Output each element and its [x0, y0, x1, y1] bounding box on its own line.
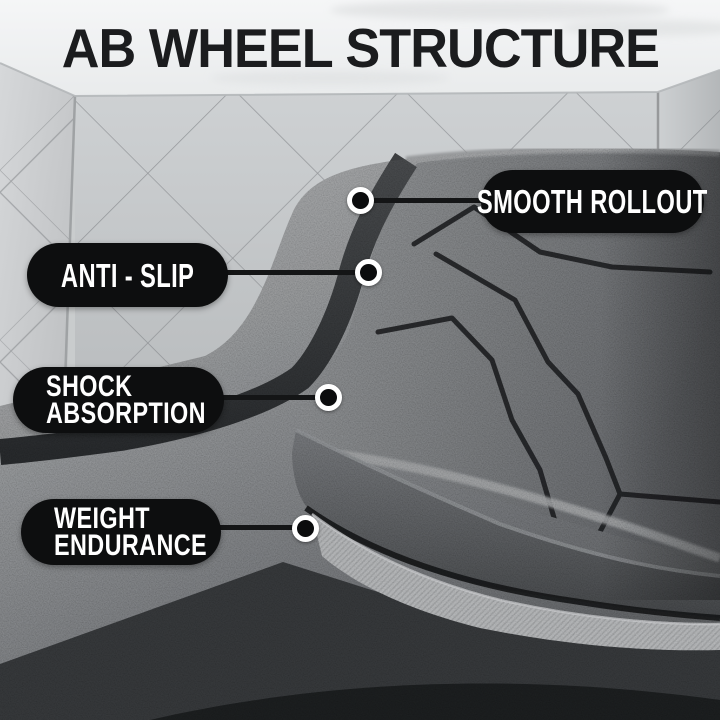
page-title: AB WHEEL STRUCTURE	[0, 16, 720, 80]
page-title-text: AB WHEEL STRUCTURE	[61, 17, 659, 79]
ceiling	[0, 0, 720, 96]
